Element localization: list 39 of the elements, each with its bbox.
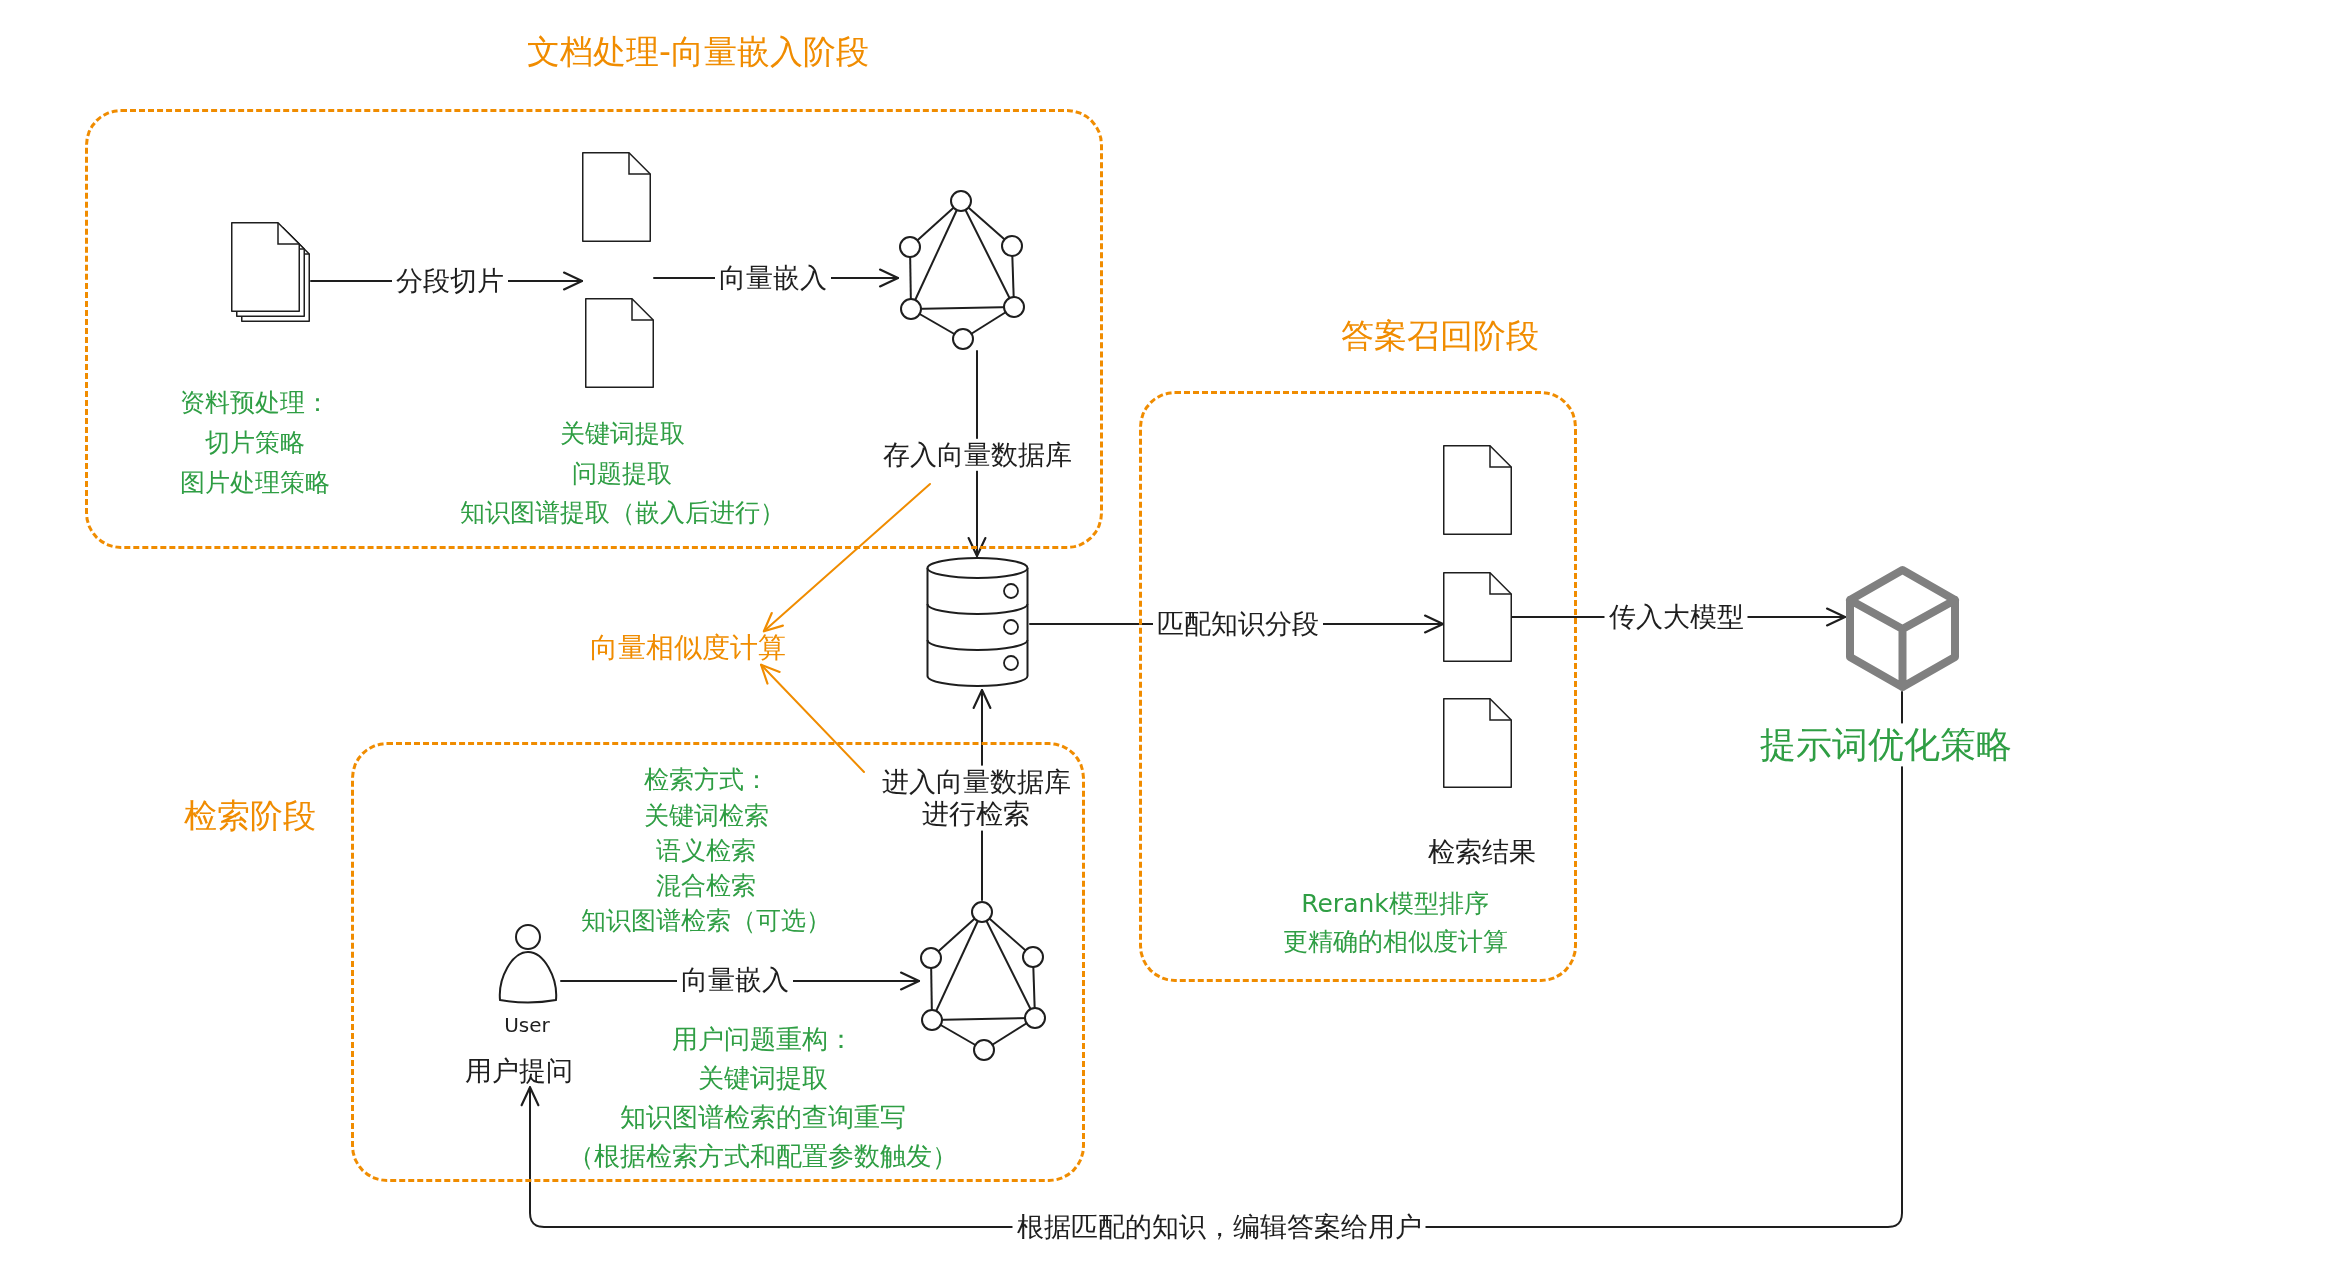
icon-caption: User [504,1013,550,1037]
arrow [760,663,865,773]
cube-icon [1845,565,1960,692]
document-pair-icon [582,152,654,388]
node-label: 图片处理策略 [180,468,330,498]
edge-label: 向量嵌入 [677,963,793,997]
arrow [762,483,931,633]
document-icon [1443,572,1512,662]
document-icon [1443,698,1512,788]
node-label: 资料预处理： [180,388,330,418]
node-text: 用户提问 [465,1054,573,1088]
node-label: 问题提取 [572,458,672,489]
node-label: 知识图谱提取（嵌入后进行） [459,498,785,528]
network-graph-icon [919,900,1047,1062]
caption: 检索结果 [1428,835,1536,869]
stage-title: 文档处理-向量嵌入阶段 [527,32,869,72]
note-text: 知识图谱检索（可选） [581,906,831,936]
document-icon [1443,445,1512,535]
note-text: 更精确的相似度计算 [1282,927,1508,957]
node-text: 向量相似度计算 [590,631,786,665]
note-text: 关键词检索 [643,801,769,831]
note-text: 检索方式： [643,765,769,795]
note-text: 知识图谱检索的查询重写 [620,1102,906,1134]
node-label: 关键词提取 [559,419,685,449]
edge-label: 分段切片 [392,264,508,298]
edge-label: 传入大模型 [1604,600,1748,634]
stage-title: 答案召回阶段 [1341,316,1539,356]
edge-label: 向量嵌入 [715,261,831,295]
note-text: 混合检索 [656,871,756,901]
database-icon [925,556,1030,690]
network-graph-icon [898,189,1026,351]
note-text: 语义检索 [656,836,756,866]
node-label: 切片策略 [205,428,305,458]
document-stack-icon [231,222,311,322]
note-text: Rerank模型排序 [1301,889,1489,919]
stage-title: 检索阶段 [184,796,316,836]
note-text: 关键词提取 [698,1063,828,1095]
note-text: （根据检索方式和配置参数触发） [568,1141,958,1173]
note-text: 用户问题重构： [672,1024,854,1056]
